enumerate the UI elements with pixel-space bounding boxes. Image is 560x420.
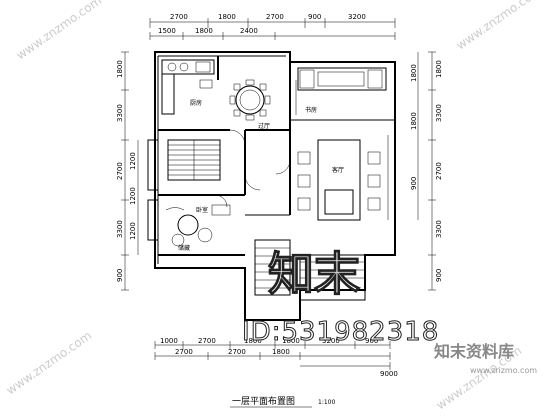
dim-top-inner-3: 2400	[240, 27, 258, 35]
watermark-diagonal-bottom-left: www.znzmo.com	[4, 328, 94, 397]
entrance-steps	[254, 239, 366, 301]
study-furniture	[295, 67, 387, 115]
watermark-brand-big: 知末	[268, 247, 360, 301]
dim-bottom-3: 1800	[244, 337, 262, 345]
room-label-bedroom: 卧室	[196, 206, 208, 214]
dim-right-inner-3: 900	[410, 177, 418, 190]
dim-bottom-total: 9000	[380, 370, 398, 378]
dim-top-3: 2700	[266, 13, 284, 21]
dim-left-inner-3: 1200	[129, 222, 137, 240]
dim-left-5: 900	[116, 269, 124, 282]
dim-left-3: 2700	[116, 162, 124, 180]
dim-left-2: 3300	[116, 104, 124, 122]
left-dimension-chain: 1800 3300 2700 3300 900 1200 1200 1200	[116, 51, 139, 291]
dim-left-inner-2: 1200	[129, 187, 137, 205]
dim-left-4: 3300	[116, 220, 124, 238]
dim-bottom-2: 2700	[198, 337, 216, 345]
dim-right-3: 2700	[435, 162, 443, 180]
room-label-living: 客厅	[332, 166, 344, 174]
living-room-furniture	[297, 135, 389, 221]
dim-right-1: 1800	[435, 60, 443, 78]
bedroom-furniture	[165, 204, 231, 247]
right-dimension-chain: 1800 3300 2700 3300 900 1800 1800 900	[410, 51, 443, 291]
drawing-scale: 1:100	[318, 399, 335, 406]
dim-left-1: 1800	[116, 60, 124, 78]
dim-bottom-inner-2: 2700	[228, 348, 246, 356]
room-label-study: 书房	[305, 106, 317, 114]
dim-top-inner-1: 1500	[158, 27, 176, 35]
watermark-id: ID:531982318	[242, 317, 439, 347]
top-dimension-chain: 2700 1800 2700 900 3200 1500 1800 2400	[149, 13, 396, 40]
dim-left-inner-1: 1200	[129, 152, 137, 170]
dim-top-1: 2700	[170, 13, 188, 21]
dim-bottom-inner-3: 1800	[272, 348, 290, 356]
dim-bottom-4: 1800	[282, 337, 300, 345]
dim-right-inner-1: 1800	[410, 64, 418, 82]
room-label-hall: 过厅	[258, 122, 270, 130]
dim-right-2: 3300	[435, 104, 443, 122]
door-swings	[214, 129, 291, 208]
kitchen-fixtures	[161, 59, 215, 115]
dim-right-5: 900	[435, 269, 443, 282]
drawing-title: 一层平面布置图	[232, 395, 295, 407]
watermark-diagonal-top-right: www.znzmo.com	[454, 0, 544, 52]
dim-bottom-1: 1000	[160, 337, 178, 345]
bottom-dimension-chain: 1000 2700 1800 1800 3200 900 2700 2700 1…	[154, 337, 398, 378]
dim-bottom-6: 900	[365, 337, 378, 345]
interior-walls	[158, 56, 395, 256]
watermark-brand-small: 知末资料库	[434, 342, 514, 361]
watermark-diagonal-top-left: www.znzmo.com	[14, 0, 104, 62]
room-label-storage: 储藏	[178, 244, 190, 252]
dim-bottom-inner-1: 2700	[175, 348, 193, 356]
dim-top-2: 1800	[218, 13, 236, 21]
dim-right-inner-2: 1800	[410, 112, 418, 130]
dim-top-4: 900	[308, 13, 321, 21]
dim-bottom-5: 3200	[322, 337, 340, 345]
dim-top-inner-2: 1800	[195, 27, 213, 35]
dining-table	[229, 79, 271, 121]
dim-right-4: 3300	[435, 220, 443, 238]
dim-top-5: 3200	[348, 13, 366, 21]
watermark-url: www.znzmo.com	[470, 366, 537, 375]
room-label-kitchen: 厨房	[190, 99, 202, 107]
